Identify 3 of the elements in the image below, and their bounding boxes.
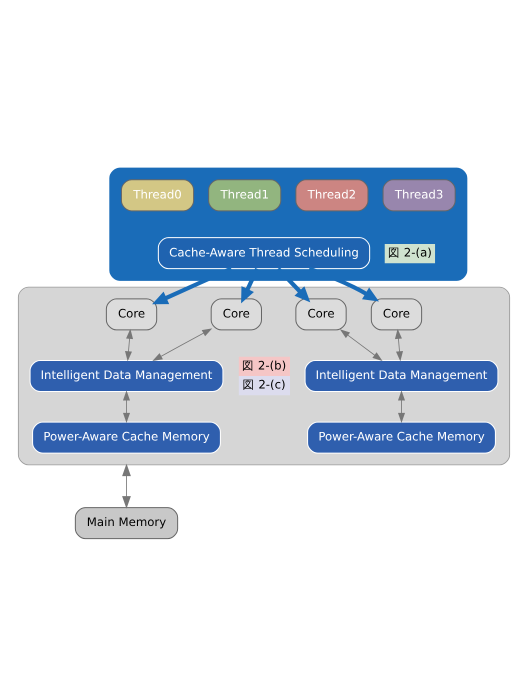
- node-label: 図 2-(b): [242, 358, 286, 372]
- node-label: 図 2-(a): [388, 245, 432, 260]
- node-label: 図 2-(c): [242, 377, 286, 392]
